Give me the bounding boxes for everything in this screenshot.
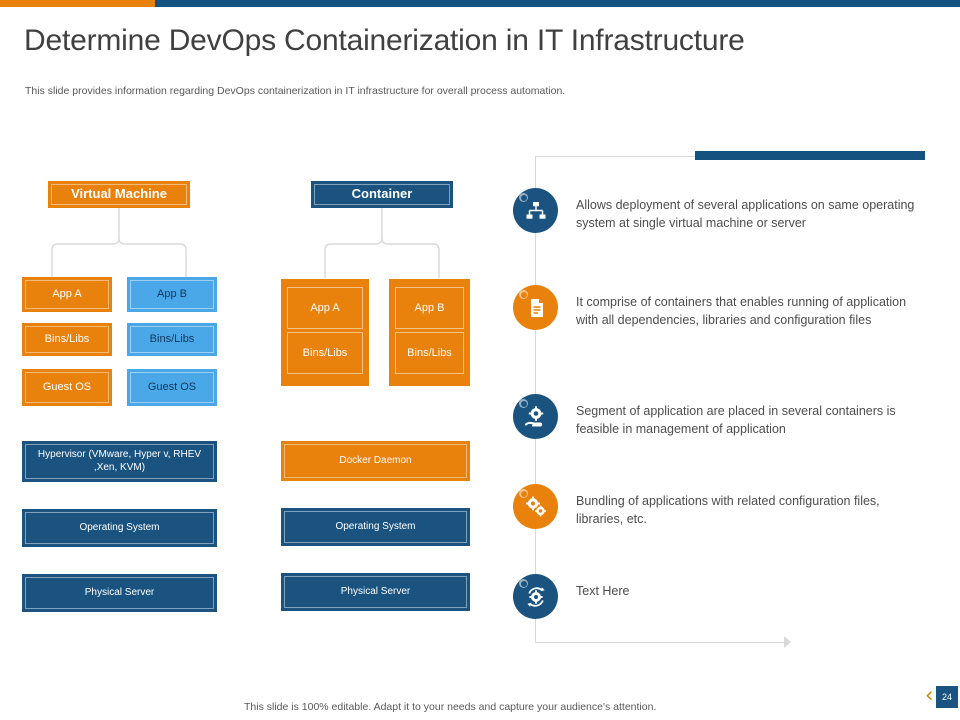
gears-icon-notch xyxy=(519,489,528,498)
footer-note: This slide is 100% editable. Adapt it to… xyxy=(244,701,657,713)
right-panel-top-rule xyxy=(535,156,695,157)
bullet-text-2: It comprise of containers that enables r… xyxy=(576,295,907,328)
vm-col1-app-box: App A xyxy=(22,277,112,312)
vm-col2-app-box: App B xyxy=(127,277,217,312)
bullet-text-4: Bundling of applications with related co… xyxy=(576,494,880,527)
vm-header-box: Virtual Machine xyxy=(48,181,190,208)
bullet-text-3: Segment of application are placed in sev… xyxy=(576,404,896,437)
container-col2-bins-box: Bins/Libs xyxy=(395,332,464,374)
gears-icon xyxy=(513,484,558,529)
page-subtitle: This slide provides information regardin… xyxy=(25,85,566,97)
right-panel-bottom-rule xyxy=(535,642,785,643)
container-col2-app-box: App B xyxy=(395,287,464,329)
container-stack-os-box: Operating System xyxy=(281,508,470,546)
document-icon-notch xyxy=(519,290,528,299)
document-icon xyxy=(513,285,558,330)
container-stack-docker-box: Docker Daemon xyxy=(281,441,470,481)
page-title: Determine DevOps Containerization in IT … xyxy=(24,24,745,57)
bullet-text-5: Text Here xyxy=(576,584,630,598)
vm-stack-server-box: Physical Server xyxy=(22,574,217,612)
container-col1-bins-box: Bins/Libs xyxy=(287,332,363,374)
vm-col1-guestos-box: Guest OS xyxy=(22,369,112,406)
gear-refresh-icon xyxy=(513,574,558,619)
hand-gear-icon xyxy=(513,394,558,439)
sitemap-icon-notch xyxy=(519,193,528,202)
container-col1-group: App A Bins/Libs xyxy=(281,279,369,386)
container-connector-lines xyxy=(324,208,440,278)
container-col2-group: App B Bins/Libs xyxy=(389,279,470,386)
bullet-item-5[interactable]: Text Here xyxy=(513,574,630,619)
page-badge-chevron-icon: ‹ xyxy=(925,683,934,707)
bullet-item-4[interactable]: Bundling of applications with related co… xyxy=(513,484,926,529)
top-bar-orange-segment xyxy=(0,0,155,7)
vm-col1-bins-box: Bins/Libs xyxy=(22,323,112,356)
container-col1-app-box: App A xyxy=(287,287,363,329)
top-accent-bar xyxy=(0,0,960,7)
vm-stack-os-box: Operating System xyxy=(22,509,217,547)
bullet-item-3[interactable]: Segment of application are placed in sev… xyxy=(513,394,926,439)
page-number-badge: 24 xyxy=(936,686,958,708)
container-header-box: Container xyxy=(311,181,453,208)
vm-connector-lines xyxy=(51,208,187,278)
top-bar-blue-segment xyxy=(155,0,960,7)
bullet-text-1: Allows deployment of several application… xyxy=(576,198,915,231)
vm-col2-bins-box: Bins/Libs xyxy=(127,323,217,356)
container-stack-server-box: Physical Server xyxy=(281,573,470,611)
vm-col2-guestos-box: Guest OS xyxy=(127,369,217,406)
bullet-item-1[interactable]: Allows deployment of several application… xyxy=(513,188,926,233)
gear-refresh-icon-notch xyxy=(519,579,528,588)
vm-stack-hypervisor-box: Hypervisor (VMware, Hyper v, RHEV ,Xen, … xyxy=(22,441,217,482)
hand-gear-icon-notch xyxy=(519,399,528,408)
bullet-item-2[interactable]: It comprise of containers that enables r… xyxy=(513,285,926,330)
right-panel-arrow-head xyxy=(784,636,791,648)
right-panel-accent-bar xyxy=(695,151,925,160)
sitemap-icon xyxy=(513,188,558,233)
